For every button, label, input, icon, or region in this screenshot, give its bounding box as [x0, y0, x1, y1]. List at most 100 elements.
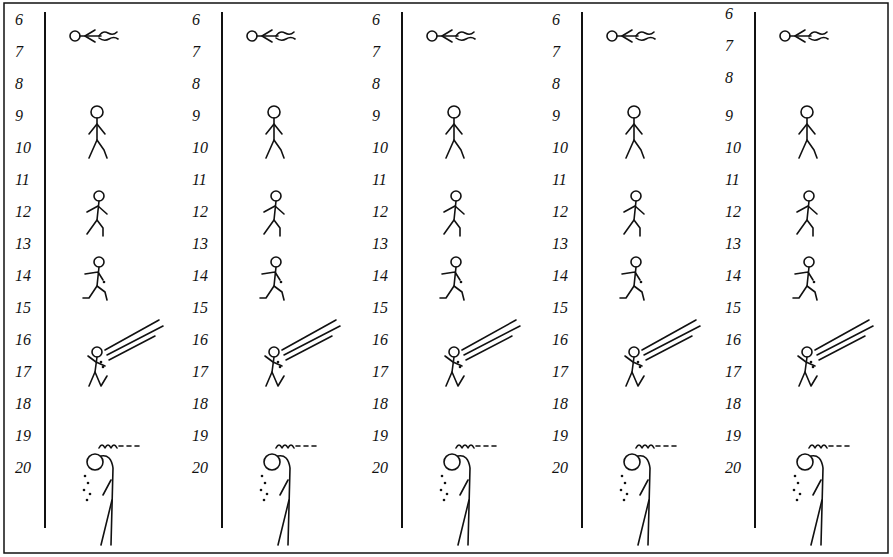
figure-arms: [622, 272, 640, 280]
dot-mark: [279, 366, 282, 369]
figure-head: [247, 31, 257, 41]
age-number: 12: [372, 204, 388, 220]
dot-mark: [444, 482, 447, 485]
age-number: 14: [192, 268, 208, 284]
figure-back: [278, 456, 290, 545]
figure-body: [790, 35, 811, 37]
figure-legs: [626, 140, 644, 158]
figure-arms: [265, 356, 282, 366]
figure-head: [449, 347, 459, 357]
motion-lines: [642, 320, 700, 360]
age-number: 18: [725, 396, 741, 412]
age-number: 6: [725, 6, 733, 22]
figure-arms: [85, 272, 103, 280]
figure-head: [451, 257, 461, 267]
figure-head: [269, 347, 279, 357]
figure-body: [632, 357, 634, 372]
dot-mark: [260, 489, 263, 492]
dot-mark: [810, 361, 813, 364]
figure-legs: [797, 220, 813, 236]
age-number: 9: [192, 108, 200, 124]
figure-body: [634, 201, 636, 220]
frame: [4, 3, 888, 553]
dot-mark: [460, 281, 463, 284]
figure-body: [807, 267, 809, 286]
figure-column: [607, 30, 700, 545]
age-axis: [401, 12, 403, 528]
age-number: 16: [552, 332, 568, 348]
dot-mark: [87, 482, 90, 485]
figure-head: [804, 257, 814, 267]
dot-mark: [813, 281, 816, 284]
figure-limbs: [101, 480, 112, 545]
dot-mark: [620, 489, 623, 492]
figure-arms: [799, 124, 815, 134]
figure-body: [80, 35, 101, 37]
figure-legs: [276, 32, 295, 40]
dot-mark: [264, 482, 267, 485]
age-number: 10: [372, 140, 388, 156]
age-number: 15: [192, 300, 208, 316]
figure-arms: [445, 356, 462, 366]
figure-head: [628, 106, 640, 118]
figure-column: [427, 30, 520, 545]
dot-mark: [83, 489, 86, 492]
age-number: 12: [192, 204, 208, 220]
age-number: 15: [725, 300, 741, 316]
age-number: 19: [372, 428, 388, 444]
figure-arms: [85, 30, 95, 42]
figure-body: [634, 267, 636, 286]
age-number: 11: [725, 172, 740, 188]
dot-mark: [100, 361, 103, 364]
figure-head: [631, 191, 641, 201]
dot-mark: [280, 281, 283, 284]
figure-arms: [444, 206, 464, 214]
age-number: 20: [15, 460, 31, 476]
figure-body: [437, 35, 458, 37]
age-number: 14: [15, 268, 31, 284]
dot-mark: [794, 475, 797, 478]
age-number: 11: [192, 172, 207, 188]
dot-mark: [624, 482, 627, 485]
figure-head: [91, 106, 103, 118]
figure-column: [780, 30, 873, 545]
age-number: 17: [372, 364, 388, 380]
dot-mark: [626, 493, 629, 496]
figure-arms: [626, 124, 642, 134]
figure-head: [607, 31, 617, 41]
age-number: 9: [372, 108, 380, 124]
age-number: 16: [372, 332, 388, 348]
age-number: 13: [372, 236, 388, 252]
figure-head: [451, 191, 461, 201]
dot-mark: [459, 366, 462, 369]
age-number: 19: [552, 428, 568, 444]
figure-limbs: [811, 480, 822, 545]
figure-legs: [799, 140, 817, 158]
figure-legs: [446, 140, 464, 158]
figure-legs: [626, 372, 644, 386]
figure-legs: [260, 286, 284, 300]
figure-legs: [87, 220, 103, 236]
figure-legs: [266, 372, 284, 386]
dot-mark: [621, 475, 624, 478]
sound-scribble: [456, 445, 496, 448]
age-number: 12: [15, 204, 31, 220]
age-axis: [581, 12, 583, 528]
age-number: 8: [15, 76, 23, 92]
figure-body: [807, 201, 809, 220]
age-number: 16: [192, 332, 208, 348]
motion-lines: [282, 320, 340, 360]
age-number: 13: [725, 236, 741, 252]
age-number: 8: [372, 76, 380, 92]
figure-head: [448, 106, 460, 118]
age-axis: [44, 12, 46, 528]
age-number: 7: [15, 44, 23, 60]
motion-lines: [815, 320, 873, 360]
age-number: 13: [192, 236, 208, 252]
figure-body: [633, 118, 635, 140]
figure-limbs: [278, 480, 289, 545]
figure-back: [101, 456, 113, 545]
age-number: 17: [725, 364, 741, 380]
dot-mark: [457, 361, 460, 364]
